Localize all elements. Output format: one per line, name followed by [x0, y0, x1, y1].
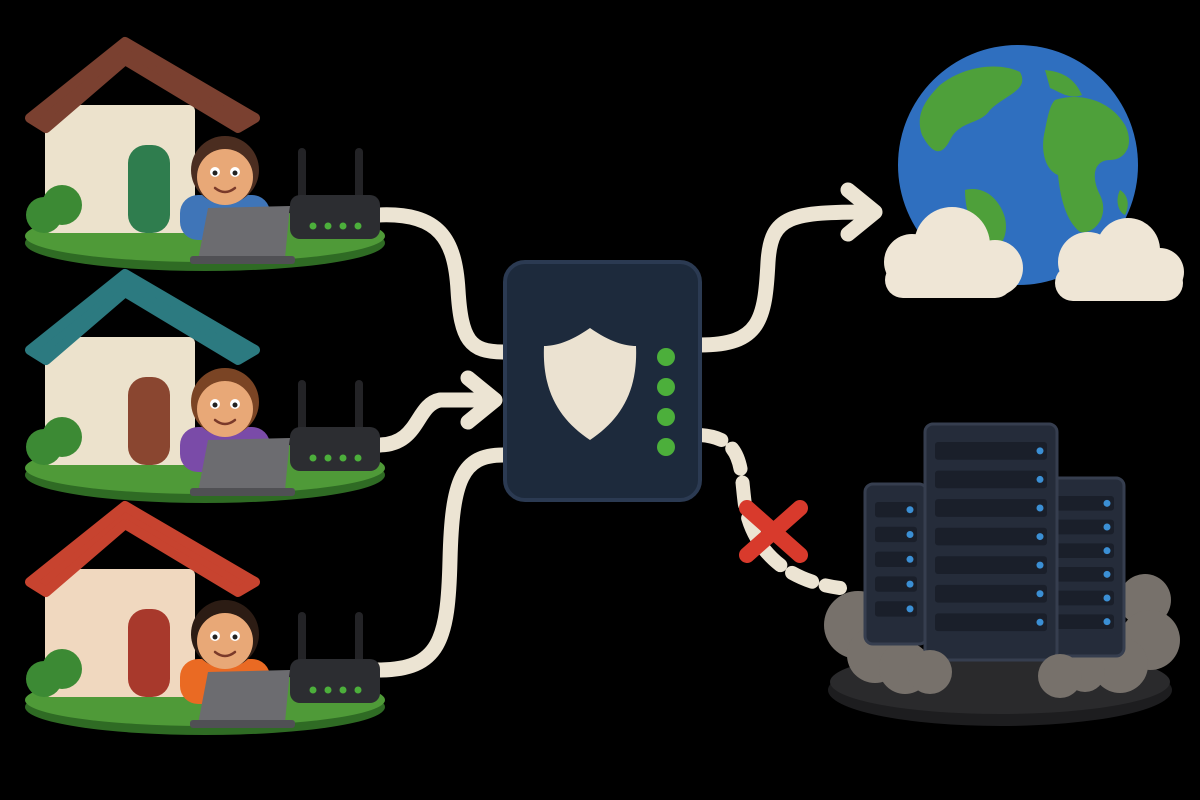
- laptop-icon: [190, 670, 295, 728]
- cable-home-3: [370, 447, 511, 678]
- router-icon: [290, 612, 380, 703]
- cable-home-1: [370, 207, 511, 360]
- globe-clouds: [884, 207, 1184, 301]
- laptop-icon: [190, 438, 295, 496]
- cross-icon: [739, 500, 808, 563]
- cable-internet-arrowhead: [840, 182, 883, 242]
- router-icon: [290, 148, 380, 239]
- laptop-icon: [190, 206, 295, 264]
- house-icon: [25, 37, 260, 233]
- cable-home-2-arrowhead: [460, 370, 503, 430]
- cable-internet: [692, 204, 880, 353]
- firewall-icon: [503, 260, 702, 502]
- globe-icon: [884, 45, 1184, 301]
- server-tower-1: [863, 482, 929, 646]
- house-icon: [25, 501, 260, 697]
- cable-blocked: [693, 428, 847, 595]
- person: [180, 136, 270, 240]
- home-3: [25, 501, 385, 735]
- homes: [25, 37, 385, 735]
- home-2: [25, 269, 385, 503]
- home-1: [25, 37, 385, 271]
- shield-icon: [543, 328, 637, 440]
- server-icon: [824, 422, 1180, 726]
- person: [180, 600, 270, 704]
- server-tower-3: [923, 422, 1059, 662]
- firewall-status-leds: [657, 348, 675, 456]
- cable-home-2: [370, 392, 500, 453]
- house-icon: [25, 269, 260, 465]
- router-icon: [290, 380, 380, 471]
